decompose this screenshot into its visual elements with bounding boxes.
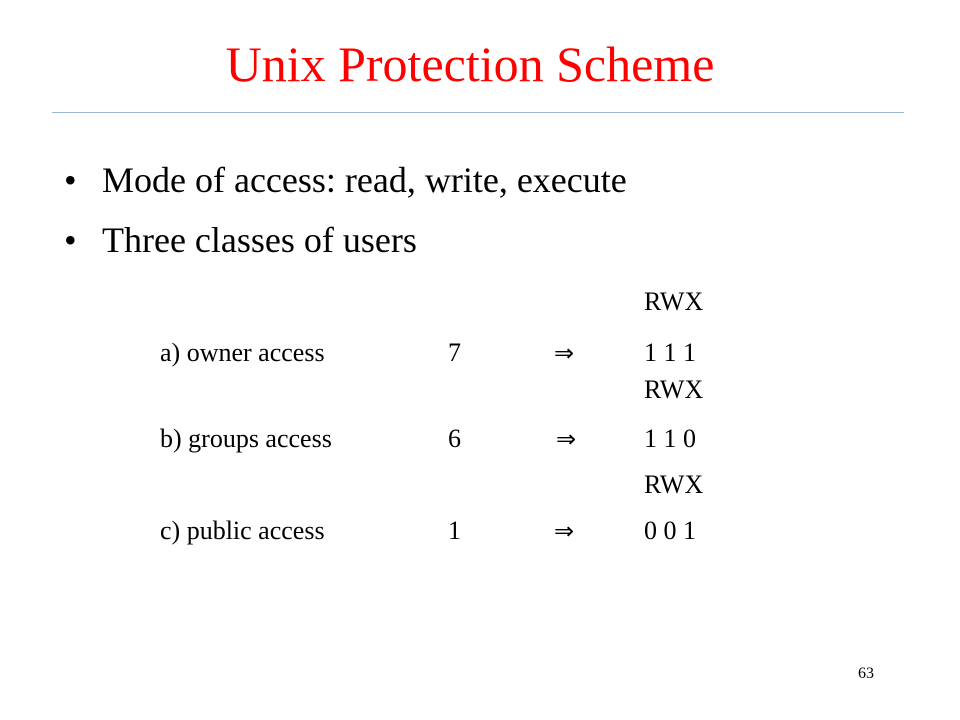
bullet-text: Three classes of users bbox=[102, 220, 417, 260]
page-number: 63 bbox=[858, 665, 874, 682]
row-value-groups: 6 bbox=[448, 424, 461, 453]
row-bits-public: 0 0 1 bbox=[644, 516, 696, 545]
bullet-marker: • bbox=[64, 160, 77, 200]
bullet-user-classes: • Three classes of users bbox=[64, 218, 417, 262]
slide-title: Unix Protection Scheme bbox=[225, 36, 715, 92]
rwx-header: RWX bbox=[644, 470, 704, 499]
implies-arrow-icon: ⇒ bbox=[554, 517, 575, 545]
bullet-text: Mode of access: read, write, execute bbox=[102, 160, 627, 200]
row-label-owner: a) owner access bbox=[160, 338, 325, 367]
row-bits-owner: 1 1 1 bbox=[644, 338, 696, 367]
row-label-public: c) public access bbox=[160, 516, 325, 545]
row-value-owner: 7 bbox=[448, 338, 461, 367]
row-value-public: 1 bbox=[448, 516, 461, 545]
bullet-mode-of-access: • Mode of access: read, write, execute bbox=[64, 158, 627, 202]
rwx-header: RWX bbox=[644, 375, 704, 404]
row-bits-groups: 1 1 0 bbox=[644, 424, 696, 453]
title-divider bbox=[52, 112, 904, 113]
implies-arrow-icon: ⇒ bbox=[556, 425, 577, 453]
bullet-marker: • bbox=[64, 220, 77, 260]
rwx-header: RWX bbox=[644, 287, 704, 316]
implies-arrow-icon: ⇒ bbox=[554, 339, 575, 367]
row-label-groups: b) groups access bbox=[160, 424, 332, 453]
